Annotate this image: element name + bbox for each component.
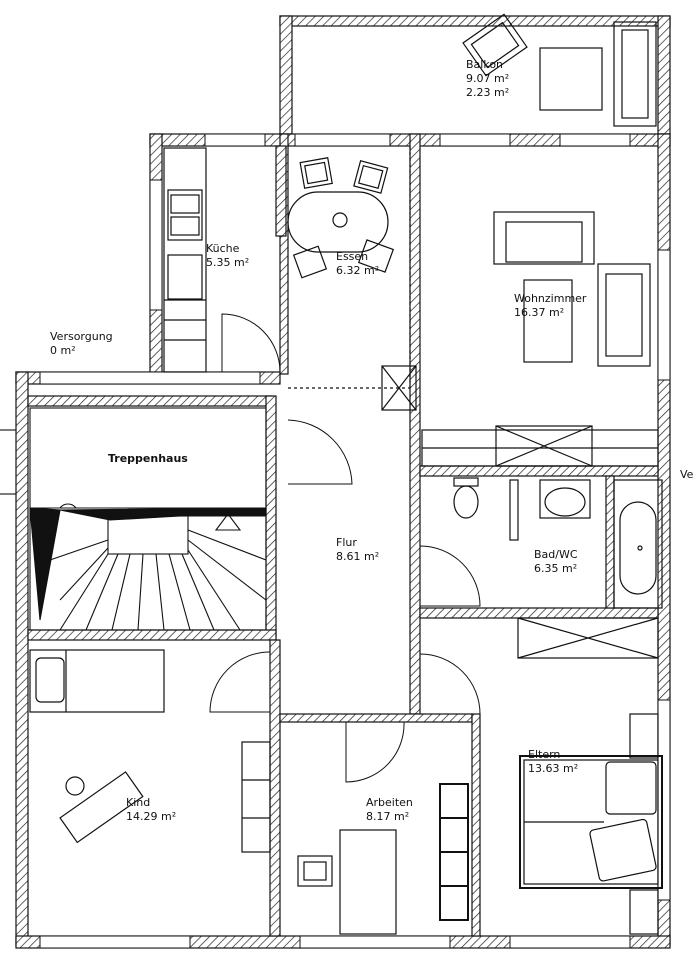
- windows: [39, 133, 671, 949]
- room-label-kind: Kind 14.29 m²: [126, 796, 176, 824]
- kitchen-door: [221, 313, 281, 373]
- room-name: Küche: [206, 242, 240, 255]
- room-name: Bad/WC: [534, 548, 578, 561]
- doors: [209, 419, 481, 783]
- room-area: 6.35 m²: [534, 562, 578, 575]
- room-area: 13.63 m²: [528, 762, 579, 775]
- living-room-furniture: [381, 211, 659, 467]
- room-area: 8.61 m²: [336, 550, 380, 563]
- room-area: 9.07 m²: [466, 72, 510, 85]
- room-name: Treppenhaus: [108, 452, 188, 465]
- room-area: 16.37 m²: [514, 306, 565, 319]
- bathroom-fixtures: [453, 477, 663, 659]
- room-name: Eltern: [528, 748, 561, 761]
- dining-table: [287, 146, 411, 389]
- room-label-essen: Essen 6.32 m²: [336, 250, 379, 278]
- room-name: Versorgung: [50, 330, 113, 343]
- room-label-balkon: Balkon 9.07 m² 2.23 m²: [466, 58, 509, 100]
- room-name: Essen: [336, 250, 369, 263]
- exterior-walls: [15, 15, 671, 949]
- staircase: [0, 407, 267, 631]
- room-area-secondary: 2.23 m²: [466, 86, 510, 99]
- room-label-eltern: Eltern 13.63 m²: [528, 748, 578, 776]
- room-label-bad: Bad/WC 6.35 m²: [534, 548, 578, 576]
- room-name: Balkon: [466, 58, 504, 71]
- room-area: 8.17 m²: [366, 810, 410, 823]
- child-room-furniture: [29, 649, 271, 853]
- room-area: 0 m²: [50, 344, 76, 357]
- edge-label: Ve: [680, 468, 694, 481]
- room-area: 6.32 m²: [336, 264, 380, 277]
- room-label-flur: Flur 8.61 m²: [336, 536, 379, 564]
- room-label-kueche: Küche 5.35 m²: [206, 242, 249, 270]
- balcony-furniture: [462, 13, 657, 127]
- room-name: Arbeiten: [366, 796, 413, 809]
- room-area: 5.35 m²: [206, 256, 250, 269]
- room-label-wohnzimmer: Wohnzimmer 16.37 m²: [514, 292, 586, 320]
- room-name: Flur: [336, 536, 357, 549]
- room-name: Wohnzimmer: [514, 292, 587, 305]
- room-label-treppenhaus: Treppenhaus: [108, 452, 188, 466]
- parents-bed: [519, 713, 663, 935]
- room-name: Kind: [126, 796, 151, 809]
- kitchen-counter: [163, 147, 207, 373]
- room-label-versorgung: Versorgung 0 m²: [50, 330, 113, 358]
- room-label-arbeiten: Arbeiten 8.17 m²: [366, 796, 413, 824]
- office-furniture: [297, 783, 469, 935]
- room-area: 14.29 m²: [126, 810, 177, 823]
